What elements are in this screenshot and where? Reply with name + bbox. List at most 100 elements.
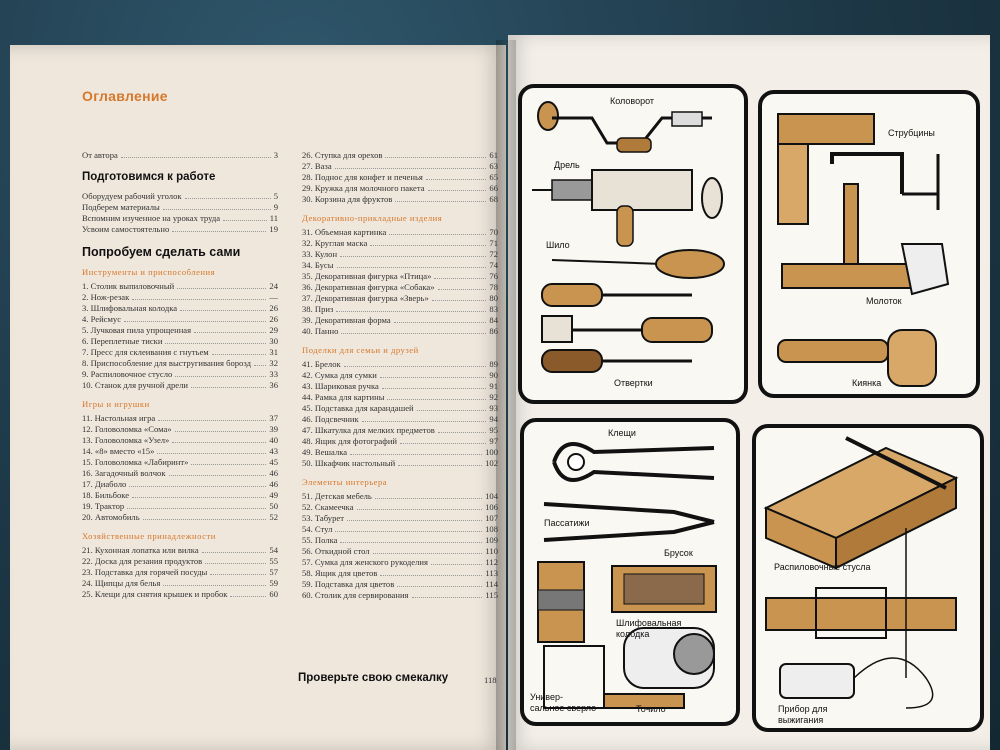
- toc-entry-page: 29: [269, 325, 278, 335]
- toc-leader-dots: [437, 432, 487, 433]
- toc-entry-title: 21. Кухонная лопатка или вилка: [82, 545, 199, 555]
- toc-entry-page: 104: [485, 491, 498, 501]
- toc-leader-dots: [370, 245, 487, 246]
- toc-entry: 12. Головоломка «Сома»39: [82, 424, 278, 435]
- label-burner-1: Прибор для: [778, 704, 828, 714]
- toc-entry: 38. Приз 83: [302, 304, 498, 315]
- toc-leader-dots: [395, 201, 487, 202]
- toc-entry-title: 19. Трактор: [82, 501, 125, 511]
- toc-leader-dots: [416, 410, 487, 411]
- illustration-panel-miter-box: Распиловочные стусла Прибор для выжигани…: [752, 424, 984, 732]
- toc-entry-page: 70: [489, 227, 498, 237]
- toc-leader-dots: [437, 289, 487, 290]
- toc-leader-dots: [172, 231, 267, 232]
- toc-entry: 36. Декоративная фигурка «Собака»78: [302, 282, 498, 293]
- toc-entry-page: 83: [489, 304, 498, 314]
- toc-entry-title: 43. Шариковая ручка: [302, 381, 379, 391]
- toc-leader-dots: [434, 278, 487, 279]
- toc-entry-page: 68: [489, 194, 498, 204]
- toc-leader-dots: [132, 299, 267, 300]
- toc-leader-dots: [398, 465, 483, 466]
- toc-leader-dots: [425, 179, 487, 180]
- toc-entry: 14. «8» вместо «15»43: [82, 446, 278, 457]
- toc-entry: 42. Сумка для сумки 90: [302, 370, 498, 381]
- toc-leader-dots: [120, 157, 271, 158]
- toc-leader-dots: [162, 209, 271, 210]
- toc-entry-title: 58. Ящик для цветов: [302, 568, 378, 578]
- toc-entry: 13. Головоломка «Узел»40: [82, 435, 278, 446]
- toc-entry-title: 48. Ящик для фотографий: [302, 436, 398, 446]
- toc-entry-page: 46: [269, 479, 278, 489]
- toc-entry-page: 72: [489, 249, 498, 259]
- label-drill-bit-2: сальное сверло: [530, 703, 597, 713]
- toc-entry-title: 40. Панно: [302, 326, 339, 336]
- toc-entry-page: 113: [485, 568, 498, 578]
- toc-entry: 2. Нож-резак—: [82, 292, 278, 303]
- toc-entry-page: 31: [269, 347, 278, 357]
- toc-leader-dots: [335, 531, 483, 532]
- label-screwdrivers: Отвертки: [614, 378, 653, 388]
- toc-entry-page: 84: [489, 315, 498, 325]
- toc-entry-page: 54: [269, 545, 278, 555]
- toc-entry-page: 90: [489, 370, 498, 380]
- toc-entry-title: 34. Бусы: [302, 260, 334, 270]
- toc-entry-title: 26. Ступка для орехов: [302, 150, 383, 160]
- toc-entry-title: 52. Скамеечка: [302, 502, 354, 512]
- toc-entry-page: 61: [489, 150, 498, 160]
- toc-entry-title: От автора: [82, 150, 118, 160]
- toc-subsection-heading: Поделки для семьи и друзей: [302, 345, 419, 355]
- toc-entry-title: 25. Клещи для снятия крышек и пробок: [82, 589, 228, 599]
- toc-entry: 25. Клещи для снятия крышек и пробок 60: [82, 589, 278, 600]
- toc-entry-title: 38. Приз: [302, 304, 334, 314]
- toc-leader-dots: [341, 333, 487, 334]
- toc-entry-page: 112: [485, 557, 498, 567]
- toc-entry-title: 16. Загадочный волчок: [82, 468, 166, 478]
- toc-entry-page: 93: [489, 403, 498, 413]
- toc-entry-title: 42. Сумка для сумки: [302, 370, 377, 380]
- toc-entry-page: 33: [269, 369, 278, 379]
- toc-leader-dots: [172, 442, 267, 443]
- toc-leader-dots: [174, 431, 267, 432]
- toc-entry-page: 5: [273, 191, 278, 201]
- toc-entry-page: 65: [489, 172, 498, 182]
- toc-leader-dots: [350, 454, 483, 455]
- toc-subsection-heading: Хозяйственные принадлежности: [82, 531, 216, 541]
- illustration-panel-pliers: Клещи Пассатижи Брусок Шлифовальная коло…: [520, 418, 740, 726]
- toc-entry-page: 60: [269, 589, 278, 599]
- pliers-drawing: [537, 442, 717, 709]
- toc-entry-title: Оборудуем рабочий уголок: [82, 191, 182, 201]
- toc-leader-dots: [374, 498, 483, 499]
- toc-leader-dots: [340, 256, 487, 257]
- toc-entry-page: 55: [269, 556, 278, 566]
- left-page: [10, 45, 506, 750]
- illustration-panel-clamps: Струбцины Молоток Киянка: [758, 90, 980, 398]
- toc-entry-page: 76: [489, 271, 498, 281]
- toc-leader-dots: [431, 300, 487, 301]
- toc-entry-title: 47. Шкатулка для мелких предметов: [302, 425, 435, 435]
- label-grinder: Точило: [636, 704, 666, 714]
- toc-entry-title: 11. Настольная игра: [82, 413, 156, 423]
- clamps-drawing: [777, 113, 950, 387]
- toc-leader-dots: [356, 509, 483, 510]
- label-awl: Шило: [546, 240, 570, 250]
- toc-entry-title: Усвоим самостоятельно: [82, 224, 170, 234]
- toc-subsection-heading: Декоративно-прикладные изделия: [302, 213, 443, 223]
- toc-entry-page: 107: [485, 513, 498, 523]
- toc-subsection-heading: Инструменты и приспособления: [82, 267, 216, 277]
